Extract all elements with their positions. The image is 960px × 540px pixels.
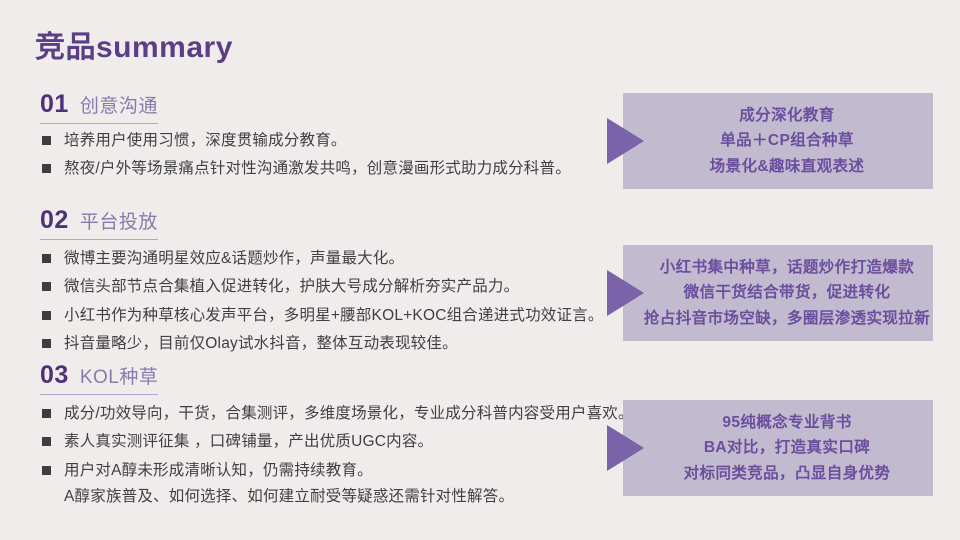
list-item-text: 培养用户使用习惯，深度贯输成分教育。 <box>64 132 347 149</box>
section-title-03: KOL种草 <box>79 367 159 388</box>
square-bullet-icon <box>42 437 51 447</box>
callout-box-03: 95纯概念专业背书 BA对比，打造真实口碑 对标同类竞品，凸显自身优势 <box>607 400 933 496</box>
square-bullet-icon <box>42 339 51 349</box>
list-item: 小红书作为种草核心发声平台，多明星+腰部KOL+KOC组合递进式功效证言。 <box>42 305 604 327</box>
list-item: 抖音量略少，目前仅Olay试水抖音，整体互动表现较佳。 <box>42 333 604 355</box>
list-item-text: 小红书作为种草核心发声平台，多明星+腰部KOL+KOC组合递进式功效证言。 <box>64 306 604 324</box>
list-item-text: 用户对A醇未形成清晰认知，仍需持续教育。 A醇家族普及、如何选择、如何建立耐受等… <box>64 460 514 509</box>
section-number-02: 02 <box>40 206 69 234</box>
bullet-list-02: 微博主要沟通明星效应&话题炒作，声量最大化。 微信头部节点合集植入促进转化，护肤… <box>42 248 604 362</box>
right-arrow-icon <box>607 425 644 471</box>
list-item-text: 抖音量略少，目前仅Olay试水抖音，整体互动表现较佳。 <box>64 335 458 353</box>
list-item-main-text: 用户对A醇未形成清晰认知，仍需持续教育。 <box>64 461 373 479</box>
callout-text-02: 小红书集中种草，话题炒作打造爆款 微信干货结合带货，促进转化 抢占抖音市场空缺，… <box>626 255 930 330</box>
square-bullet-icon <box>42 465 51 475</box>
list-item-text: 熬夜/户外等场景痛点针对性沟通激发共鸣，创意漫画形式助力成分科普。 <box>64 160 571 178</box>
section-heading-02: 02 平台投放 <box>40 206 158 240</box>
list-item-text: 素人真实测评征集 ，口碑铺量，产出优质UGC内容。 <box>64 433 434 451</box>
page-title: 竞品summary <box>35 31 233 64</box>
callout-line: 对标同类竞品，凸显自身优势 <box>683 464 891 482</box>
callout-line: 单品＋CP组合种草 <box>720 132 854 150</box>
callout-box-02: 小红书集中种草，话题炒作打造爆款 微信干货结合带货，促进转化 抢占抖音市场空缺，… <box>607 245 933 341</box>
square-bullet-icon <box>42 254 51 263</box>
list-item-text: 微博主要沟通明星效应&话题炒作，声量最大化。 <box>64 250 405 267</box>
square-bullet-icon <box>42 136 51 145</box>
callout-text-01: 成分深化教育 单品＋CP组合种草 场景化&趣味直观表述 <box>692 103 865 178</box>
right-arrow-icon <box>607 270 644 316</box>
callout-line: 95纯概念专业背书 <box>722 414 852 432</box>
square-bullet-icon <box>42 282 51 292</box>
right-arrow-icon <box>607 118 644 164</box>
list-item: 用户对A醇未形成清晰认知，仍需持续教育。 A醇家族普及、如何选择、如何建立耐受等… <box>42 460 634 509</box>
callout-line: 微信干货结合带货，促进转化 <box>683 284 891 302</box>
list-item: 微博主要沟通明星效应&话题炒作，声量最大化。 <box>42 248 604 270</box>
list-item: 培养用户使用习惯，深度贯输成分教育。 <box>42 130 571 152</box>
callout-text-03: 95纯概念专业背书 BA对比，打造真实口碑 对标同类竞品，凸显自身优势 <box>666 410 891 485</box>
callout-line: 场景化&趣味直观表述 <box>709 157 865 175</box>
section-title-01: 创意沟通 <box>79 96 158 117</box>
square-bullet-icon <box>42 164 51 174</box>
callout-line: BA对比，打造真实口碑 <box>703 439 871 457</box>
section-number-03: 03 <box>40 361 69 389</box>
callout-line: 小红书集中种草，话题炒作打造爆款 <box>659 259 915 277</box>
callout-line: 抢占抖音市场空缺，多圈层渗透实现拉新 <box>643 309 931 327</box>
callout-line: 成分深化教育 <box>739 107 835 125</box>
section-heading-03: 03 KOL种草 <box>40 361 159 395</box>
square-bullet-icon <box>42 310 51 320</box>
section-heading-01: 01 创意沟通 <box>40 90 158 124</box>
bullet-list-03: 成分/功效导向，干货，合集测评，多维度场景化，专业成分科普内容受用户喜欢。 素人… <box>42 403 634 515</box>
square-bullet-icon <box>42 409 51 418</box>
list-item: 熬夜/户外等场景痛点针对性沟通激发共鸣，创意漫画形式助力成分科普。 <box>42 158 571 180</box>
list-item: 成分/功效导向，干货，合集测评，多维度场景化，专业成分科普内容受用户喜欢。 <box>42 403 634 425</box>
list-item-subline-text: A醇家族普及、如何选择、如何建立耐受等疑惑还需针对性解答。 <box>64 488 515 506</box>
section-title-02: 平台投放 <box>79 212 158 233</box>
list-item-text: 成分/功效导向，干货，合集测评，多维度场景化，专业成分科普内容受用户喜欢。 <box>64 405 634 422</box>
list-item: 微信头部节点合集植入促进转化，护肤大号成分解析夯实产品力。 <box>42 276 604 298</box>
callout-box-01: 成分深化教育 单品＋CP组合种草 场景化&趣味直观表述 <box>607 93 933 189</box>
list-item-text: 微信头部节点合集植入促进转化，护肤大号成分解析夯实产品力。 <box>64 278 520 296</box>
list-item: 素人真实测评征集 ，口碑铺量，产出优质UGC内容。 <box>42 431 634 453</box>
section-number-01: 01 <box>40 90 69 118</box>
bullet-list-01: 培养用户使用习惯，深度贯输成分教育。 熬夜/户外等场景痛点针对性沟通激发共鸣，创… <box>42 130 571 187</box>
